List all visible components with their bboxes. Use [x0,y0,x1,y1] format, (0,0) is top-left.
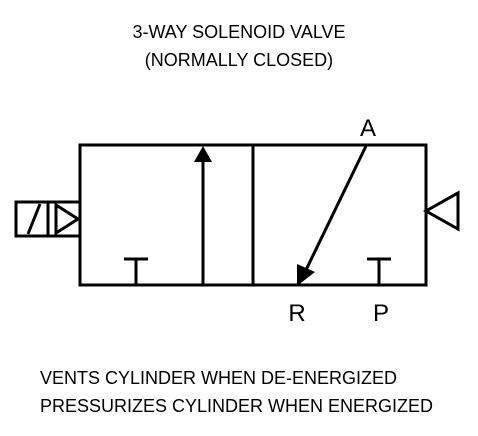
flow-arrow-diagonal [297,145,368,286]
port-label-a: A [360,115,376,142]
port-label-r: R [288,300,305,327]
blocked-port-p [367,257,391,285]
spring-return [422,190,460,232]
blocked-port-left [124,257,148,285]
diagram-subtitle: (NORMALLY CLOSED) [144,50,334,70]
valve-body [78,143,428,287]
description-energized: PRESSURIZES CYLINDER WHEN ENERGIZED [40,396,434,416]
diagram-title: 3-WAY SOLENOID VALVE [132,22,346,42]
description-de-energized: VENTS CYLINDER WHEN DE-ENERGIZED [40,368,398,388]
flow-arrow-up [194,146,212,285]
port-label-p: P [373,300,389,327]
solenoid-actuator [14,200,82,238]
